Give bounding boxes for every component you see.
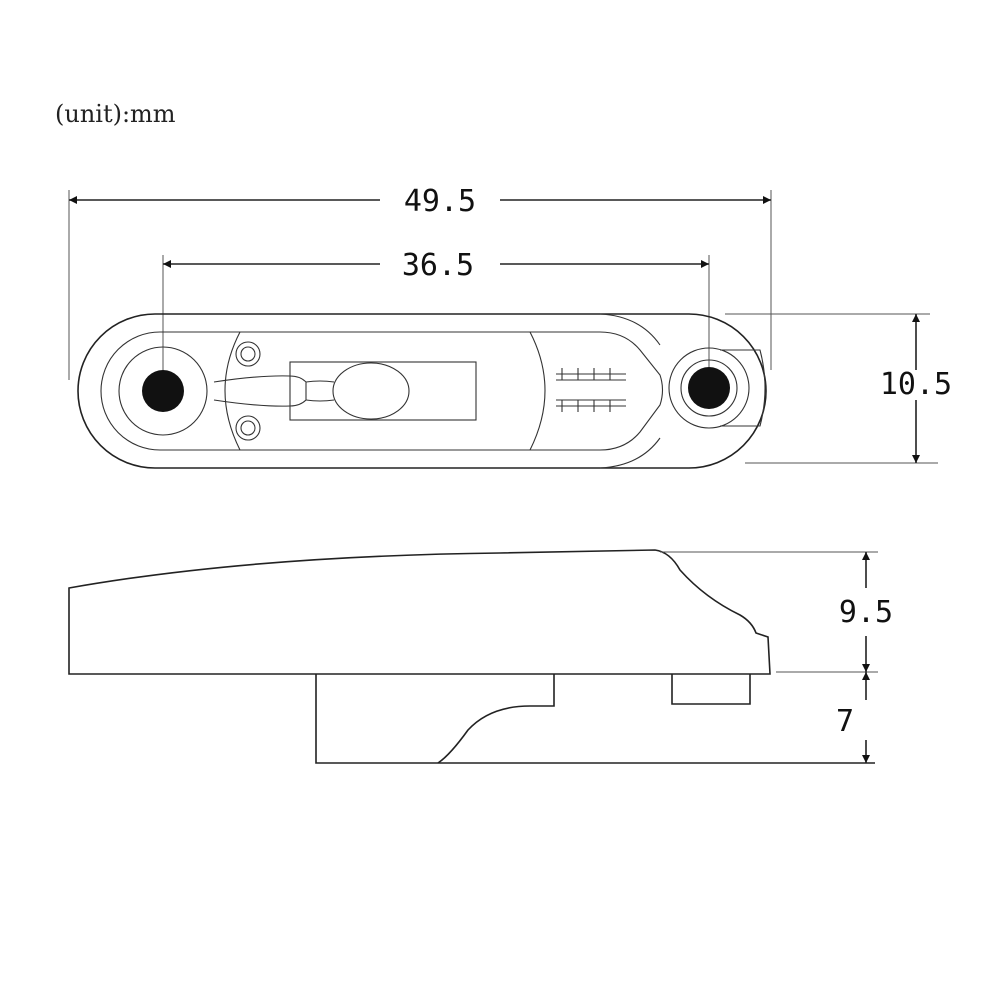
right-mounting-hole <box>688 367 730 409</box>
unit-label: (unit):mm <box>55 100 176 128</box>
dimension-body-height-label: 9.5 <box>839 595 893 630</box>
top-view <box>77 313 767 469</box>
spring-teeth <box>556 368 626 412</box>
dimension-hole-spacing-label: 36.5 <box>402 248 474 283</box>
dimension-width: 10.5 <box>725 313 952 464</box>
dimension-body-height: 9.5 <box>660 551 893 673</box>
dimension-overall-length-label: 49.5 <box>404 184 476 219</box>
dimension-hole-spacing: 36.5 <box>162 248 710 388</box>
dimension-width-label: 10.5 <box>880 367 952 402</box>
dimension-overall-length: 49.5 <box>68 184 772 380</box>
dimension-base-height: 7 <box>836 672 870 763</box>
dimension-base-height-label: 7 <box>836 704 854 739</box>
left-mounting-hole <box>142 370 184 412</box>
side-view <box>68 549 875 764</box>
